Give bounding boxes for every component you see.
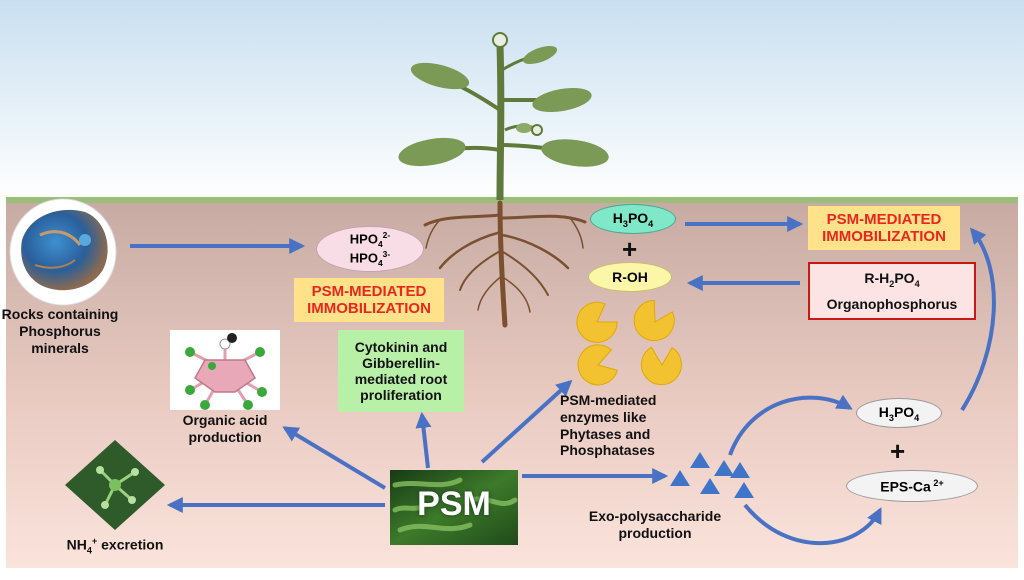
cytokinin-line4: proliferation <box>360 387 442 404</box>
plus-right: + <box>890 436 906 466</box>
enzymes-label: PSM-mediated enzymes like Phytases and P… <box>560 392 670 459</box>
hpo4-2minus: HPO42- <box>349 230 391 249</box>
rock-image <box>9 198 117 306</box>
organophosphorus-box: R-H2PO4 Organophosphorus <box>808 262 976 320</box>
organic-acid-molecule-image <box>170 330 280 410</box>
r-h2po4-label: R-H2PO4 <box>864 270 920 290</box>
immobilization-left-box: PSM-MEDIATED IMMOBILIZATION <box>294 278 444 322</box>
psm-bacteria-image <box>390 470 518 545</box>
rocks-line1: Rocks containing <box>1 306 119 322</box>
psm-label: PSM <box>417 485 491 523</box>
cytokinin-box: Cytokinin and Gibberellin- mediated root… <box>338 330 464 412</box>
exo-line1: Exo-polysaccharide <box>588 508 722 524</box>
enzymes-line3: Phytases and <box>560 425 651 442</box>
organic-acid-label: Organic acid production <box>160 412 290 446</box>
roots <box>423 200 587 328</box>
immobilization-right-line2: IMMOBILIZATION <box>822 228 946 245</box>
rocks-line3: minerals <box>31 339 89 356</box>
immobilization-right-line1: PSM-MEDIATED <box>826 210 942 228</box>
rocks-line2: Phosphorus <box>19 322 101 339</box>
cytokinin-line1: Cytokinin and <box>354 338 448 355</box>
cytokinin-line2: Gibberellin- <box>362 354 440 371</box>
organic-acid-line2: production <box>188 428 262 445</box>
enzymes-line4: Phosphatases <box>560 442 655 459</box>
organic-acid-line1: Organic acid <box>182 412 268 428</box>
immobilization-left-line2: IMMOBILIZATION <box>307 300 431 317</box>
r-oh-bubble: R-OH <box>588 262 672 292</box>
cytokinin-line3: mediated root <box>354 371 448 387</box>
arrows <box>130 216 996 546</box>
eps-ca-bubble: EPS-Ca 2+ <box>846 470 978 502</box>
exo-line2: production <box>618 524 692 541</box>
enzymes-line2: enzymes like <box>560 408 647 425</box>
plant-icon <box>398 32 609 201</box>
rocks-label: Rocks containing Phosphorus minerals <box>0 306 120 356</box>
ground-line <box>6 197 1018 203</box>
organophosphorus-label: Organophosphorus <box>826 295 958 312</box>
r-oh-label: R-OH <box>612 269 648 285</box>
immobilization-right-box: PSM-MEDIATED IMMOBILIZATION <box>808 206 960 250</box>
exopolysaccharide-triangles <box>670 452 754 498</box>
h3po4-right-bubble: H3PO4 <box>856 398 942 428</box>
nh4-molecule-image <box>65 440 165 530</box>
h3po4-top-bubble: H3PO4 <box>590 204 676 234</box>
enzyme-icons <box>576 300 682 386</box>
plus-top: + <box>622 234 638 264</box>
hpo4-3minus: HPO43- <box>349 249 391 268</box>
hpo4-ion-bubble: HPO42- HPO43- <box>316 226 424 272</box>
nh4-excretion-label: NH4+ excretion <box>66 536 164 556</box>
enzymes-line1: PSM-mediated <box>560 392 657 408</box>
bottom-margin <box>0 568 1024 580</box>
exopolysaccharide-label: Exo-polysaccharide production <box>580 508 730 542</box>
immobilization-left-line1: PSM-MEDIATED <box>311 282 427 300</box>
